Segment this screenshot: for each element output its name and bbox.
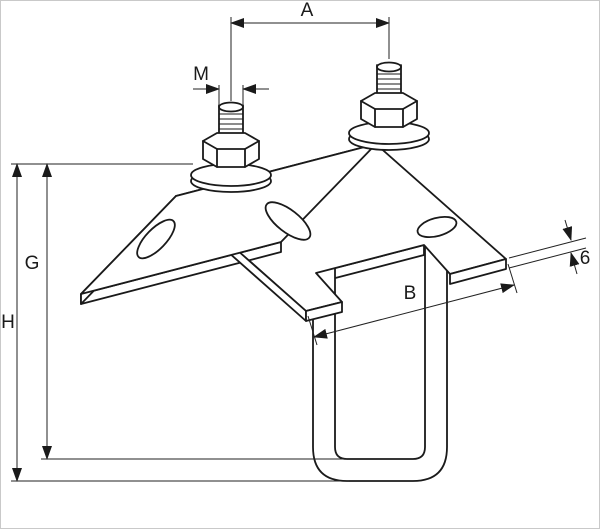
left-bolt-assembly: [190, 101, 272, 193]
dim-label-B: B: [404, 283, 417, 304]
dimension-M: [193, 84, 269, 104]
dim-label-G: G: [25, 253, 40, 274]
dimension-H: [11, 163, 349, 482]
plate-left-flank: [80, 143, 377, 295]
dimension-thickness: [508, 219, 587, 275]
dim-label-M: M: [193, 64, 209, 85]
left-stud-top: [218, 101, 244, 113]
slot-hole-left-flank: [136, 218, 176, 260]
left-stud: [218, 101, 244, 136]
left-hex-nut: [202, 132, 260, 168]
plate-bottom-edge-right: [449, 258, 507, 285]
right-hex-nut: [360, 92, 418, 128]
right-bolt-assembly: [348, 61, 430, 151]
dimension-B: [307, 263, 518, 346]
u-bolt: [312, 235, 448, 482]
dim-label-thickness: 6: [580, 248, 591, 269]
slot-hole-right: [416, 215, 458, 239]
dim-label-A: A: [301, 1, 314, 21]
dim-label-H: H: [1, 312, 15, 333]
right-stud-top: [376, 61, 402, 73]
slot-hole-middle: [264, 201, 312, 241]
right-stud: [376, 61, 402, 96]
dimension-G: [41, 163, 347, 460]
dimension-A: [230, 17, 390, 101]
